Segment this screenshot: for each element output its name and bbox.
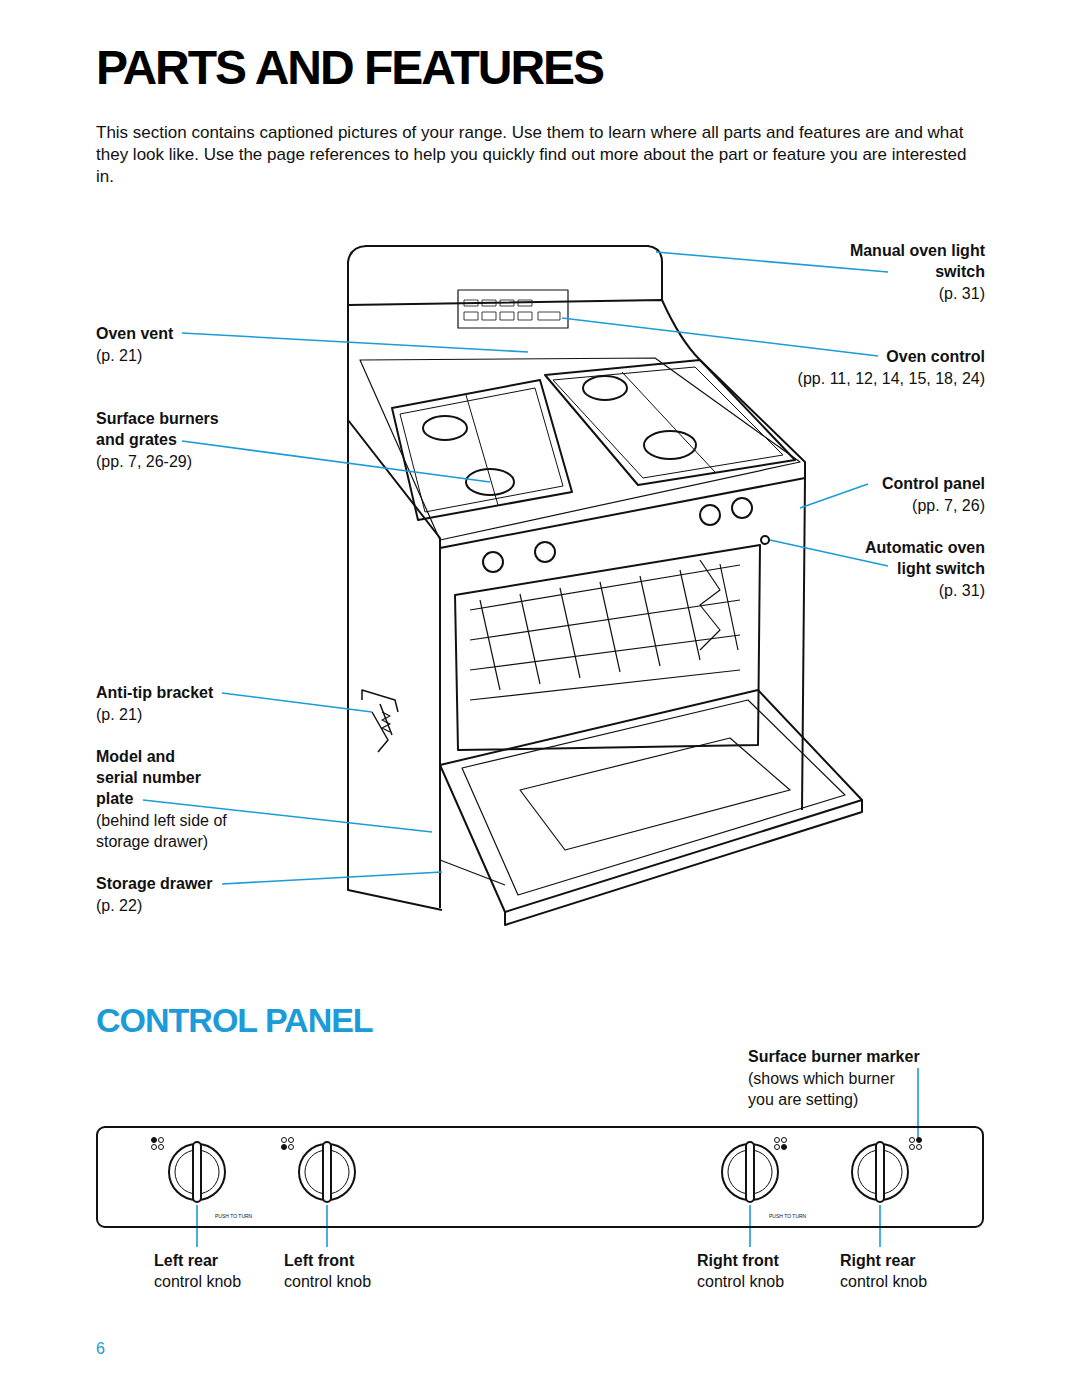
knob-print: PUSH TO TURN [769,1213,829,1220]
part-name: Anti-tip bracket [96,682,296,703]
knob-name: Right rear [840,1250,975,1271]
section-heading: CONTROL PANEL [96,1000,496,1040]
part-name: Control panel [825,473,985,494]
knob-name: control knob [840,1271,975,1292]
knob-name: control knob [284,1271,414,1292]
knob-name: control knob [697,1271,827,1292]
part-note: (shows which burner you are setting) [748,1068,916,1110]
knob-name: control knob [154,1271,284,1292]
knob-name: Left front [284,1250,414,1271]
part-name: Surface burners and grates [96,408,231,450]
intro-text: This section contains captioned pictures… [96,122,986,188]
page-number: 6 [96,1338,156,1359]
page-title: PARTS AND FEATURES [96,40,603,96]
page-ref: (p. 21) [96,345,296,366]
page-ref: (p. 31) [840,580,985,601]
location-note: (behind left side of storage drawer) [96,810,236,852]
part-name: Automatic oven light switch [840,537,985,579]
part-name: Oven control [735,346,985,367]
part-name: Surface burner marker [748,1046,978,1067]
page-ref: (p. 21) [96,704,296,725]
part-name: Model and serial number plate [96,746,214,809]
page-ref: (pp. 7, 26-29) [96,451,296,472]
part-name: Manual oven light switch [845,240,985,282]
part-name: Oven vent [96,323,296,344]
page-ref: (pp. 7, 26) [825,495,985,516]
page-ref: (p. 31) [845,283,985,304]
knob-print: PUSH TO TURN [215,1213,275,1220]
page-ref: (pp. 11, 12, 14, 15, 18, 24) [715,368,985,389]
page-ref: (p. 22) [96,895,296,916]
knob-name: Left rear [154,1250,284,1271]
knob-name: Right front [697,1250,827,1271]
part-name: Storage drawer [96,873,296,894]
